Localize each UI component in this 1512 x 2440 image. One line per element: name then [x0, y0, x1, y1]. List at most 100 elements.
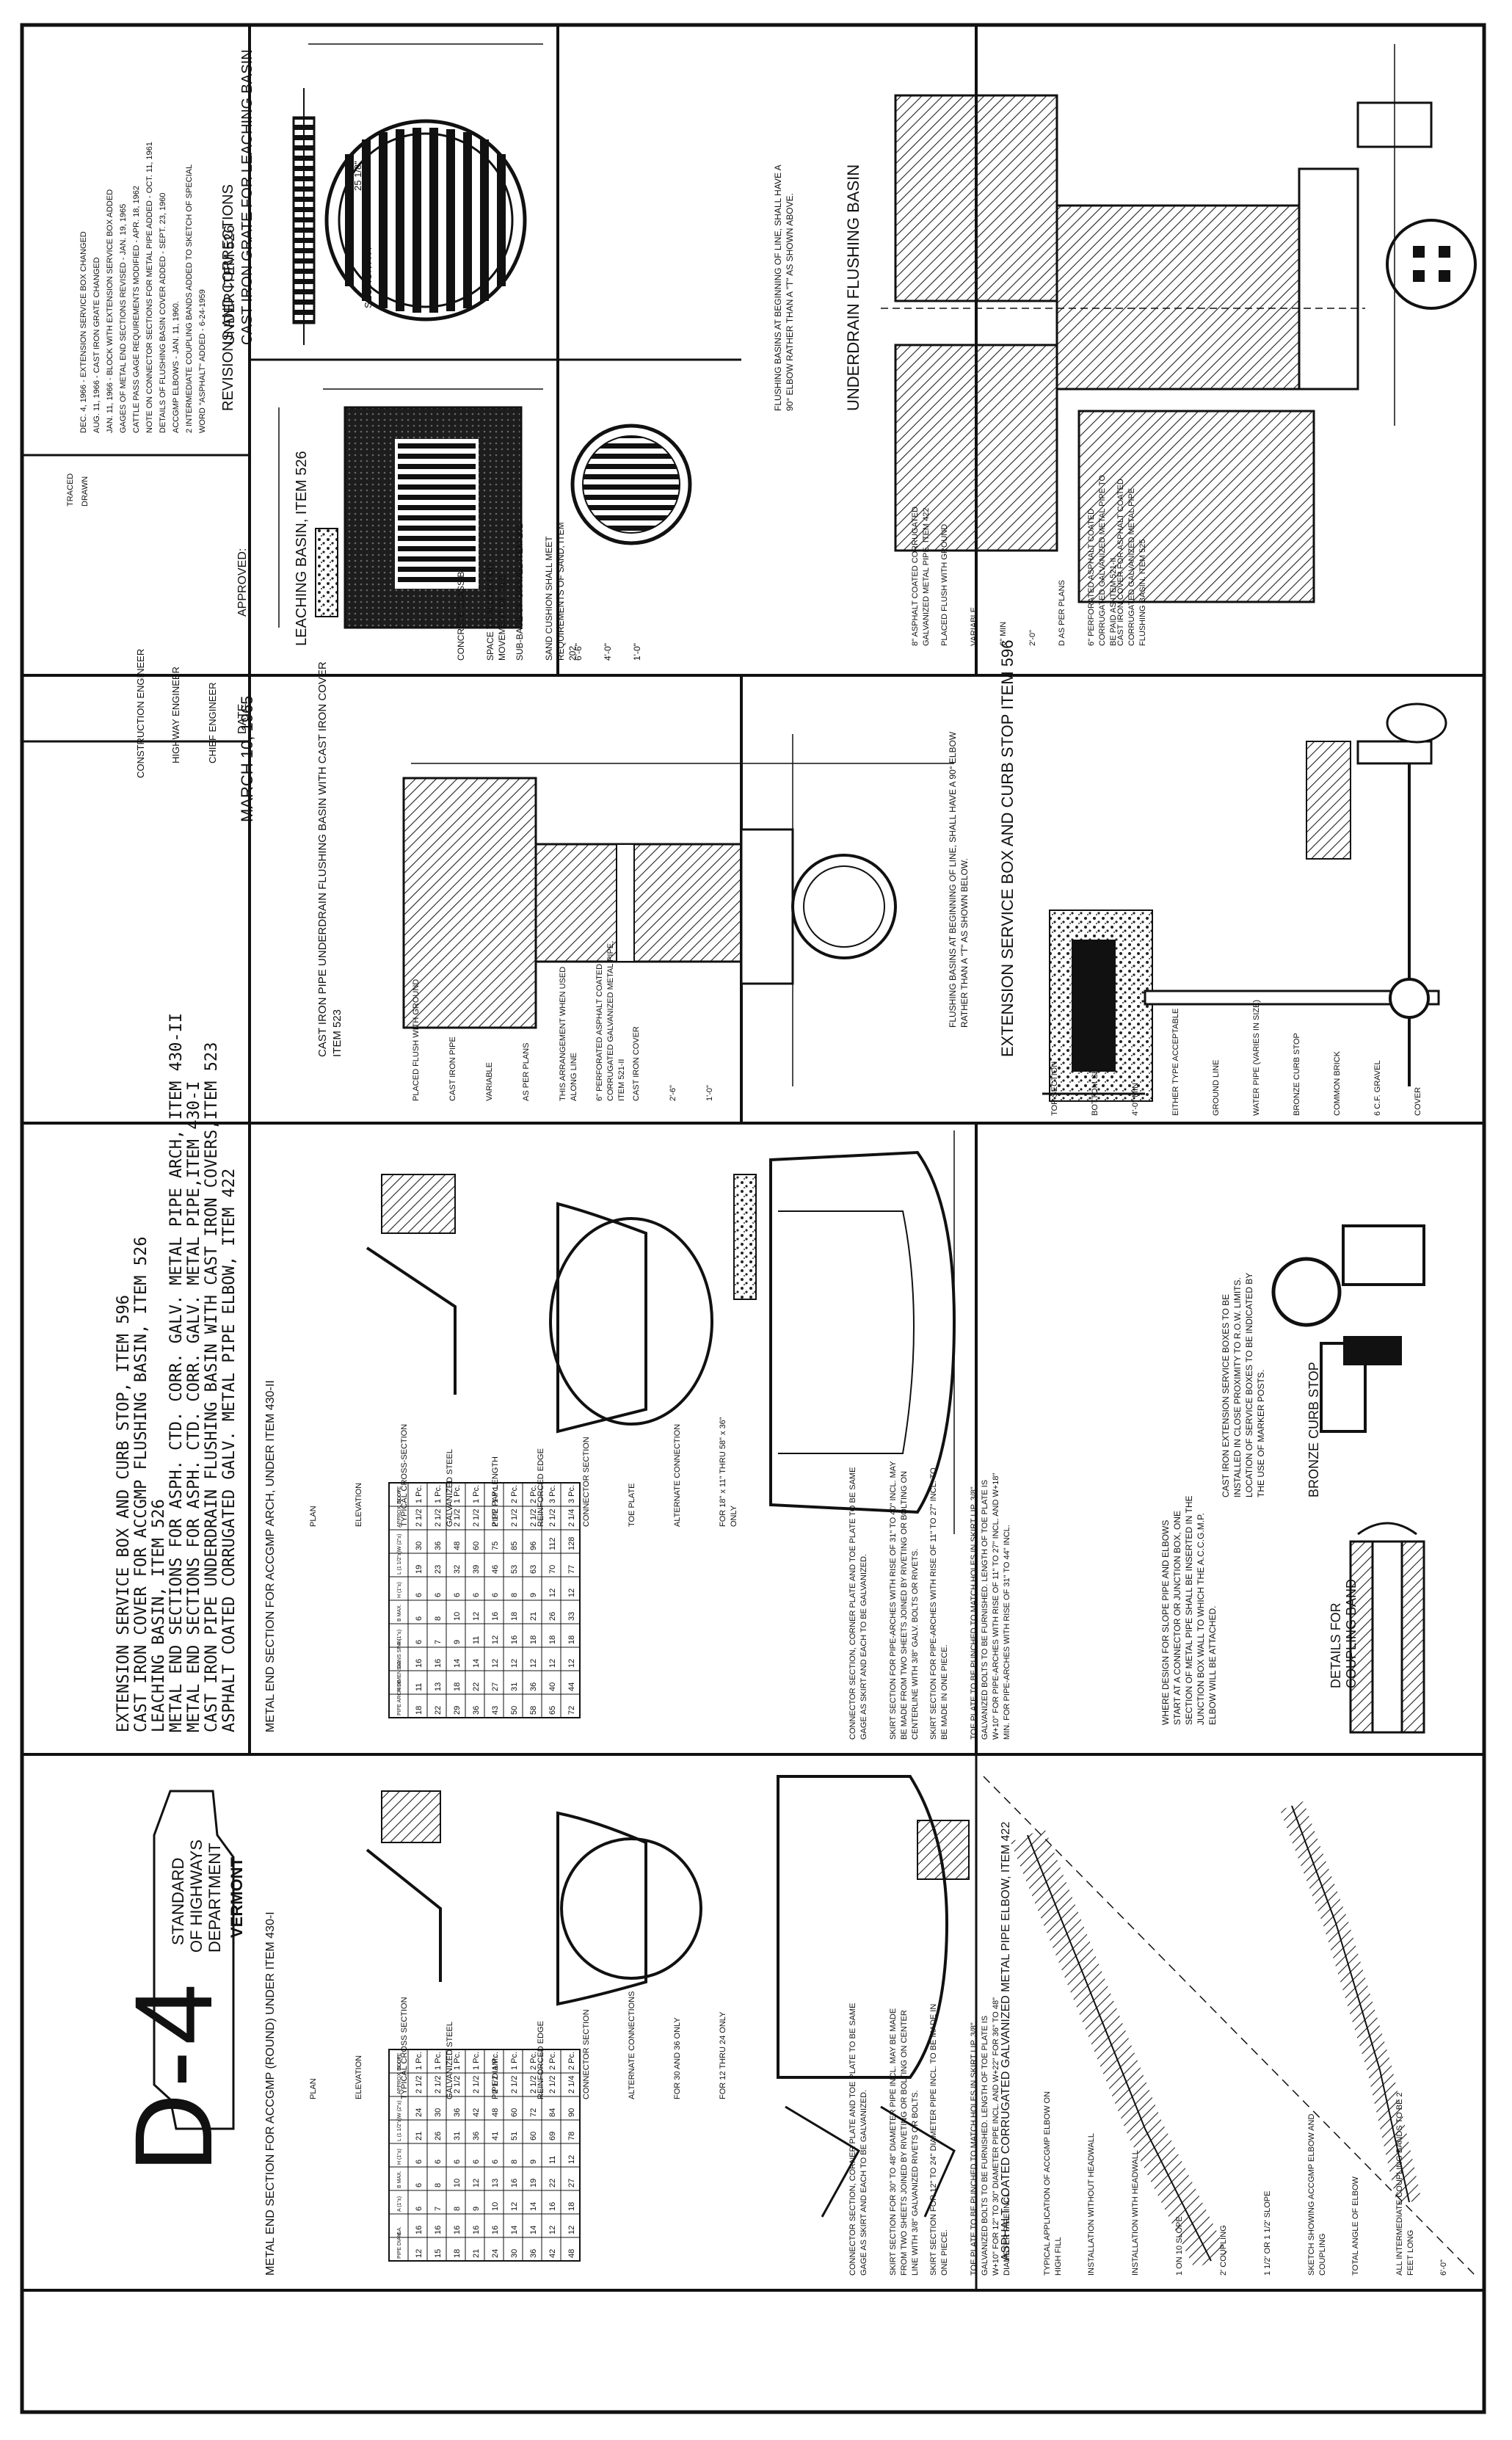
agency-state: VERMONT [228, 1857, 246, 1938]
revision-item: WORD "ASPHALT" ADDED - 6-24-1959 [198, 289, 207, 433]
drawing-label: PLAN [309, 1506, 318, 1527]
table-cell: 12 [567, 1588, 576, 1597]
table-cell: 1 Pc. [472, 2052, 481, 2070]
drawing-label: BOTTOM SECTION [1091, 1043, 1100, 1116]
table-cell: 90 [567, 2108, 576, 2117]
table-cell: 10 [491, 2202, 500, 2211]
table-cell: 84 [548, 2108, 557, 2117]
table-cell: 9 [453, 1640, 462, 1644]
table-cell: 12 [491, 1635, 500, 1644]
drawing-label: CONNECTOR SECTION [582, 2009, 591, 2099]
table-header-cell: H (1"±) [397, 2149, 402, 2165]
table-cell: 51 [510, 2132, 519, 2141]
table-cell: 16 [510, 2179, 519, 2187]
table-cell: 2 1/2 [510, 2076, 519, 2094]
table-header-cell: A (1"±) [397, 1630, 402, 1645]
drawing-label: 6'-6" [573, 643, 584, 661]
highway-engineer-label: HIGHWAY ENGINEER [170, 667, 181, 763]
grate-dimension: 25 1/8" [352, 161, 363, 191]
drawing-label: REINFORCED EDGE [537, 2021, 545, 2099]
drawing-label: ELEVATION [355, 1482, 363, 1527]
table-cell: 9 [472, 2207, 481, 2211]
table-cell: 6 [415, 2207, 424, 2211]
table-cell: 2 1/4 [567, 1509, 576, 1527]
table-cell: 2 1/2 [472, 2076, 481, 2094]
table-header-cell: GA. [397, 1660, 402, 1669]
table-header-cell: A (1"±) [397, 2196, 402, 2212]
table-cell: 16 [434, 2226, 443, 2234]
drawing-label: TOE PLATE [628, 1483, 636, 1527]
accgmp-elbow-drawing [983, 1776, 1476, 2276]
table-header-cell: BODY [397, 1489, 402, 1504]
table-cell: 2 Pc. [510, 1485, 519, 1503]
table-cell: 77 [567, 1565, 576, 1574]
drawing-label: WATER PIPE (VARIES IN SIZE) [1252, 999, 1261, 1116]
drawing-label: SPACE TO ALLOW FOR MOVEMENT OF TILE [485, 563, 507, 661]
table-cell: 1 Pc. [434, 2052, 443, 2070]
drawing-label: D AS PER PLANS [1058, 580, 1066, 646]
spec-note: CONNECTOR SECTION, CORNER PLATE AND TOE … [848, 1467, 868, 1740]
table-cell: 9 [529, 2160, 538, 2164]
drawing-label: PLAN [309, 2078, 318, 2099]
table-cell: 2 1/2 [529, 1509, 538, 1527]
table-cell: 14 [510, 2226, 519, 2234]
table-cell: 1 Pc. [491, 2052, 500, 2070]
drawing-label: CAST IRON COVER [632, 1026, 641, 1101]
agency-line1: DEPARTMENT [206, 1842, 224, 1953]
table-cell: 2 Pc. [567, 2052, 576, 2070]
table-cell: 1 Pc. [510, 2052, 519, 2070]
cast-iron-grate-drawing [292, 43, 543, 345]
drawing-label: ALTERNATE CONNECTIONS [628, 1991, 636, 2100]
table-cell: 46 [491, 1565, 500, 1574]
table-cell: 23 [434, 1565, 443, 1574]
round-dimension-table: PIPE DIAM.GA.A (1"±)B MAX.H (1"±)L (1 1/… [388, 2049, 581, 2262]
table-header-cell: W (2"±) [397, 1534, 402, 1551]
round-end-section-drawing [366, 1775, 970, 2218]
drawing-label: 2'-0" [1028, 630, 1037, 646]
drawing-label: 1 1/2' OR 1 1/2' SLOPE [1263, 2190, 1272, 2276]
drawing-label: 6'-0" [1439, 2259, 1448, 2276]
table-cell: 1 Pc. [491, 1485, 500, 1503]
table-cell: 12 [567, 2155, 576, 2164]
table-cell: 48 [491, 2108, 500, 2117]
agency-line2: OF HIGHWAYS [187, 1840, 206, 1953]
table-cell: 69 [548, 2132, 557, 2141]
drawing-label: VARIABLE [485, 1062, 494, 1101]
table-cell: 6 [415, 1593, 424, 1597]
drawing-label: VARIABLE [970, 607, 978, 646]
table-cell: 1 Pc. [453, 2052, 462, 2070]
spec-note: TOE PLATE TO BE PUNCHED TO MATCH HOLES I… [970, 1997, 1011, 2276]
drawing-label: TOP SECTION [1050, 1061, 1059, 1116]
table-cell: 18 [529, 1635, 538, 1644]
title-line: ASPHALT COATED CORRUGATED GALV. METAL PI… [220, 1168, 239, 1732]
table-cell: 60 [510, 2108, 519, 2117]
approval-date: MARCH 10, 1965 [238, 695, 256, 822]
drawing-label: CONCRETE CLASS B [456, 571, 466, 661]
drawing-label: ALL INTERMEDIATE COUPLING BANDS TO BE 2 … [1395, 2092, 1415, 2276]
table-cell: 12 [472, 1612, 481, 1621]
grate-title-1: CAST IRON GRATE FOR LEACHING BASIN [239, 49, 255, 345]
table-cell: 12 [548, 2226, 557, 2234]
service-box-note: FLUSHING BASINS AT BEGINNING OF LINE, SH… [948, 731, 970, 1028]
drawing-label: TYPICAL APPLICATION OF ACCGMP ELBOW ON H… [1043, 2091, 1063, 2276]
table-cell: 16 [491, 1612, 500, 1621]
table-cell: 8 [434, 1616, 443, 1621]
drawing-label: ALTERNATE CONNECTION [673, 1423, 682, 1527]
revision-item: ACCGMP ELBOWS - JAN. 11, 1960. [172, 301, 181, 433]
table-cell: 2 1/2 [548, 2076, 557, 2094]
table-cell: 7 [434, 2207, 443, 2211]
drawing-label: 6" PERFORATED ASPHALT COATED CORRUGATED … [595, 940, 626, 1101]
table-cell: 12 [529, 1659, 538, 1668]
table-cell: 3 Pc. [548, 1485, 557, 1503]
table-cell: 2 1/2 [415, 1509, 424, 1527]
table-cell: 16 [510, 1635, 519, 1644]
table-cell: 22 [548, 2179, 557, 2187]
table-header-cell: H (1"±) [397, 1582, 402, 1598]
table-cell: 19 [415, 1565, 424, 1574]
table-cell: 72 [529, 2108, 538, 2117]
bronze-curb-stop-drawing [1271, 1224, 1425, 1433]
spec-note: SKIRT SECTION FOR PIPE-ARCHES WITH RISE … [889, 1461, 920, 1740]
table-cell: 1 Pc. [434, 1485, 443, 1503]
